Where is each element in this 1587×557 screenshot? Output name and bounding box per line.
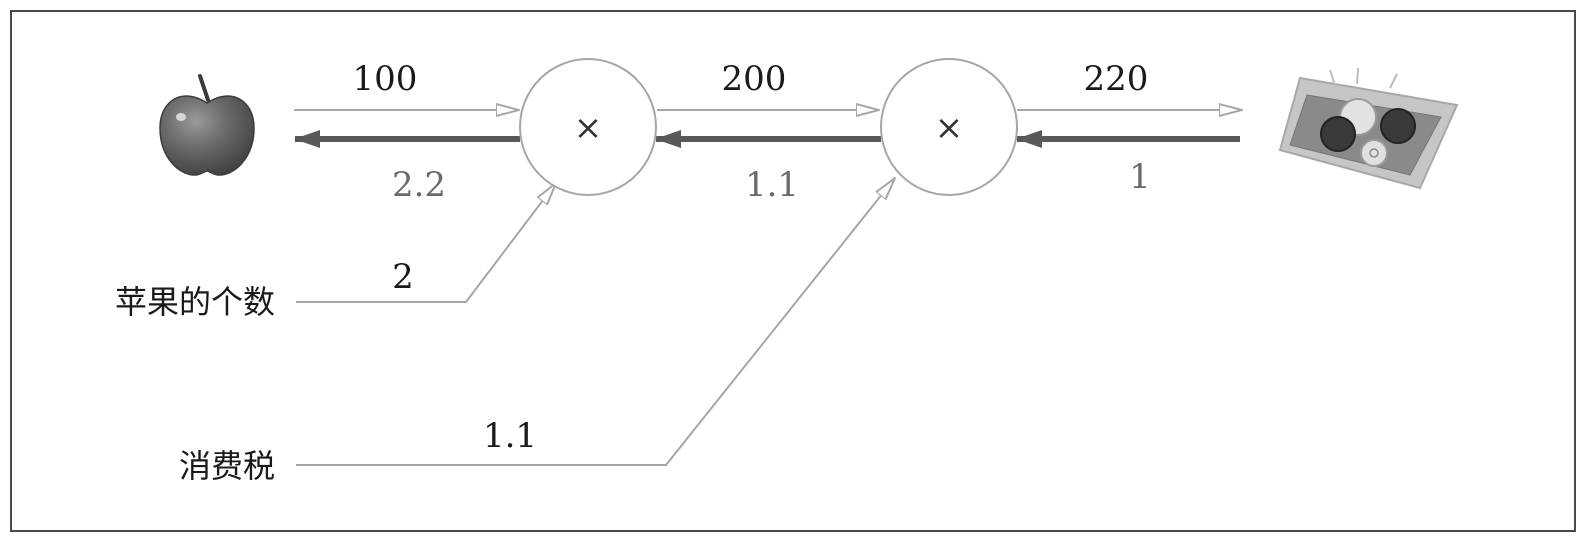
tax-forward-arrow (296, 178, 895, 466)
apple-backward-value: 2.2 (392, 165, 446, 205)
output-backward-value: 1 (1129, 157, 1151, 197)
multiply-node-1: × (519, 58, 657, 196)
mul1-backward-value: 1.1 (745, 165, 799, 205)
tax-label: 消费税 (179, 447, 275, 485)
multiply-node-1-label: × (574, 108, 603, 148)
apple-icon (159, 74, 255, 176)
multiply-node-2-label: × (935, 108, 964, 148)
count-forward-arrow (296, 183, 556, 303)
multiply-node-2: × (880, 58, 1018, 196)
diagram-frame (10, 10, 1576, 532)
coin-tray-icon (1278, 67, 1459, 190)
tax-forward-value: 1.1 (483, 416, 537, 456)
mul2-forward-value: 220 (1084, 59, 1149, 99)
mul1-forward-value: 200 (722, 59, 787, 99)
apple-count-label: 苹果的个数 (115, 283, 275, 321)
count-forward-value: 2 (392, 257, 414, 297)
apple-forward-value: 100 (353, 59, 418, 99)
